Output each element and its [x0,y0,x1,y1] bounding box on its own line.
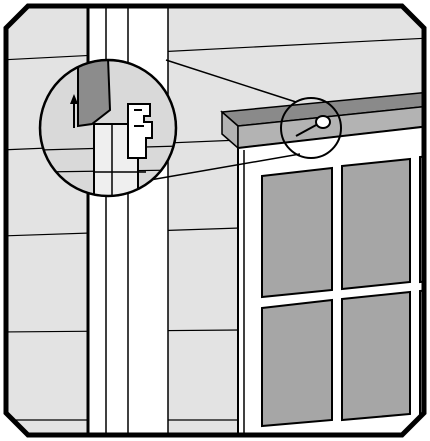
window-pane [261,166,333,299]
bracket-icon [127,103,153,159]
detail-circle [280,97,342,159]
callout-leader-lines [149,59,301,181]
window [237,124,424,435]
window-pane [341,157,411,291]
window-pane [341,290,411,422]
magnified-callout [38,58,178,198]
screw-icon [295,115,331,137]
outer-frame [3,3,427,438]
window-head-cap [220,91,424,150]
window-pane [261,298,333,428]
flashing-detail [77,60,112,128]
arrow-icon [70,94,78,128]
